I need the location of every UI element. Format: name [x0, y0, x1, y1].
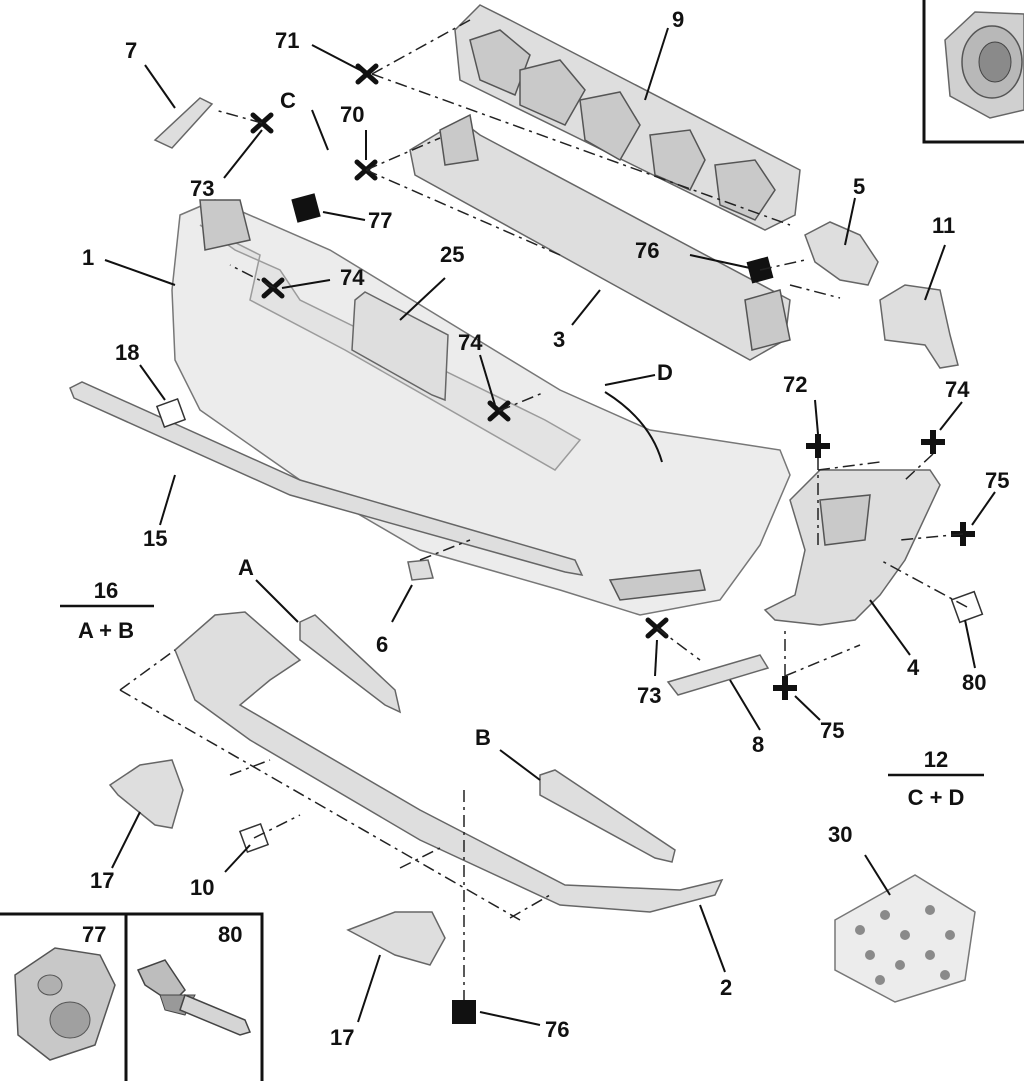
label-74-left: 74: [340, 265, 365, 290]
label-75-bottom: 75: [820, 718, 844, 743]
fraction-12-top: 12: [924, 747, 948, 772]
fraction-12: 12 C + D: [888, 747, 984, 810]
label-2: 2: [720, 975, 732, 1000]
label-3: 3: [553, 327, 565, 352]
part-17-bracket-right: [346, 911, 446, 966]
label-70: 70: [340, 102, 364, 127]
inset-80: 80: [124, 912, 264, 1081]
part-6-clip: [407, 559, 434, 581]
label-76-bottom: 76: [545, 1017, 569, 1042]
inset-77-label: 77: [82, 922, 106, 947]
part-18-square: [155, 397, 187, 429]
label-9: 9: [672, 7, 684, 32]
fraction-16-top: 16: [94, 578, 118, 603]
inset-77: 77: [0, 912, 128, 1081]
label-6: 6: [376, 632, 388, 657]
inset-80-label: 80: [218, 922, 242, 947]
part-15-trim-strip: [69, 381, 584, 576]
label-73-top: 73: [190, 176, 214, 201]
label-73-bottom: 73: [637, 683, 661, 708]
label-18: 18: [115, 340, 139, 365]
part-3-beam: [409, 113, 791, 361]
label-76-top: 76: [635, 238, 659, 263]
label-17-left: 17: [90, 868, 114, 893]
label-7: 7: [125, 38, 137, 63]
part-77-marker: [291, 193, 321, 223]
part-9-absorber: [454, 4, 801, 231]
label-74-right: 74: [945, 377, 970, 402]
label-74-middle: 74: [458, 330, 483, 355]
label-80-right: 80: [962, 670, 986, 695]
part-4-side-bracket: [763, 469, 941, 626]
part-labels: 7 C 71 9 70 73 77 1 74 25 74 3 5 76 11 D…: [82, 7, 1009, 1050]
label-a: A: [238, 555, 254, 580]
label-77-top: 77: [368, 208, 392, 233]
label-10: 10: [190, 875, 214, 900]
label-5: 5: [853, 174, 865, 199]
label-17-bottom: 17: [330, 1025, 354, 1050]
label-75-right: 75: [985, 468, 1009, 493]
part-b-insert: [539, 769, 676, 863]
part-a-insert: [299, 614, 402, 714]
label-72: 72: [783, 372, 807, 397]
part-8-reflector: [666, 654, 770, 696]
label-25: 25: [440, 242, 464, 267]
label-8: 8: [752, 732, 764, 757]
label-71: 71: [275, 28, 299, 53]
leader-lines: [104, 27, 996, 1026]
inset-nut: [922, 0, 1024, 144]
part-30-clip-kit: [834, 874, 976, 1003]
label-c: C: [280, 88, 296, 113]
label-4: 4: [907, 655, 920, 680]
part-11-bracket: [879, 284, 959, 369]
part-25-plate-holder: [351, 291, 449, 402]
part-7-reflector: [153, 97, 214, 149]
label-30: 30: [828, 822, 852, 847]
label-11: 11: [932, 213, 955, 238]
fraction-16-bottom: A + B: [78, 618, 134, 643]
label-b: B: [475, 725, 491, 750]
label-d: D: [657, 360, 673, 385]
fraction-12-bottom: C + D: [908, 785, 965, 810]
fraction-16: 16 A + B: [60, 578, 154, 643]
label-1: 1: [82, 245, 94, 270]
alignment-lines: [119, 19, 968, 1000]
part-76-marker-lower: [452, 1000, 476, 1024]
part-17-bracket-left: [108, 759, 184, 829]
part-2-valance: [174, 611, 724, 913]
part-5-bracket: [804, 221, 879, 286]
label-15: 15: [143, 526, 167, 551]
